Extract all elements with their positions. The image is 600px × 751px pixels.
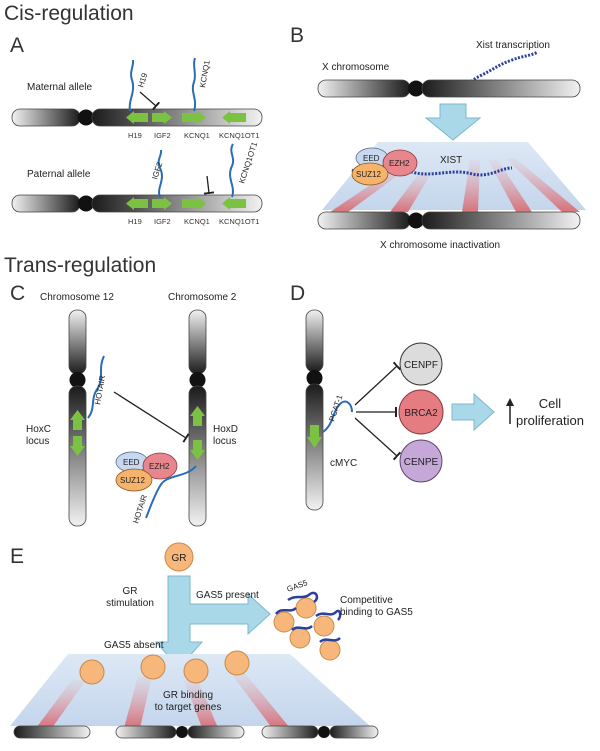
panel-d-label: D (290, 282, 305, 305)
hotair-rna-complex (145, 465, 197, 519)
gr-binding-rays (36, 672, 290, 728)
cenpf-node (399, 342, 443, 386)
suz12-label-b: SUZ12 (356, 170, 381, 179)
xist-transcription-label: Xist transcription (476, 40, 550, 51)
paternal-allele-label: Paternal allele (27, 169, 91, 180)
maternal-allele-label: Maternal allele (27, 82, 92, 93)
svg-text:KCNQ1OT1: KCNQ1OT1 (219, 131, 259, 140)
gr-branch-arrow (154, 575, 271, 669)
gr-binding-label-1: GR binding (163, 690, 213, 701)
svg-text:KCNQ1: KCNQ1 (184, 217, 210, 226)
hotair-repression-line (113, 391, 190, 443)
panel-c-label: C (10, 282, 25, 305)
hoxc-label-2: locus (26, 436, 49, 447)
svg-text:KCNQ1: KCNQ1 (184, 131, 210, 140)
proliferation-block-arrow (451, 392, 495, 432)
svg-text:H19: H19 (128, 131, 142, 140)
hotair-label-chr12: HOTAIR (93, 374, 107, 405)
gr-stim-label-2: stimulation (106, 598, 154, 609)
svg-text:KCNQ1OT1: KCNQ1OT1 (219, 217, 259, 226)
target-gene-chromosomes (13, 725, 379, 739)
gr-stim-label-1: GR (123, 586, 138, 597)
pcat1-label: PCAT-1 (327, 393, 344, 422)
hoxd-arrows (190, 406, 205, 460)
maternal-rna-kcnq1-label: KCNQ1 (198, 59, 212, 88)
hoxd-label-1: HoxD (213, 424, 238, 435)
paternal-rnas (157, 143, 235, 198)
proliferation-label: proliferation (516, 413, 584, 428)
x-chromosome-label: X chromosome (322, 62, 390, 73)
prc2-complex-b (351, 147, 418, 186)
svg-text:IGF2: IGF2 (154, 131, 171, 140)
cell-label: Cell (539, 396, 562, 411)
svg-text:H19: H19 (128, 217, 142, 226)
gr-circle (164, 542, 194, 572)
xist-label: XIST (440, 155, 462, 166)
x-inactivation-label: X chromosome inactivation (380, 240, 500, 251)
gas5-competitive-cluster (273, 591, 342, 661)
eed-label-b: EED (363, 154, 380, 163)
pcat1-rna (322, 400, 353, 433)
hotair-rna-chr12 (87, 355, 105, 419)
panel-e-label: E (10, 545, 24, 568)
maternal-gene-arrows (126, 111, 246, 124)
brca2-node (398, 389, 444, 435)
panel-a-label: A (10, 34, 24, 57)
hoxd-label-2: locus (213, 436, 236, 447)
silencing-rays (330, 158, 580, 212)
x-chromosome-inactive (317, 211, 581, 230)
cenpe-node (399, 439, 443, 483)
trans-regulation-title: Trans-regulation (4, 254, 156, 277)
cenpe-label: CENPE (404, 457, 439, 468)
gr-label: GR (172, 553, 187, 564)
xist-rna-strand (455, 50, 539, 98)
gas5-absent-label: GAS5 absent (104, 640, 164, 651)
competitive-label-1: Competitive (340, 595, 393, 606)
panel-b-label: B (290, 24, 304, 47)
gr-bound-circles (79, 650, 250, 685)
gas5-rna-label: GAS5 (286, 578, 310, 594)
hotair-label-complex: HOTAIR (131, 493, 149, 524)
paternal-gene-labels: H19 IGF2 KCNQ1 KCNQ1OT1 (128, 217, 259, 226)
cenpe-repression-line (354, 417, 402, 461)
suz12-label-c: SUZ12 (120, 476, 145, 485)
inactivation-block-arrow (424, 103, 482, 141)
maternal-gene-labels: H19 IGF2 KCNQ1 KCNQ1OT1 (128, 131, 259, 140)
cenpf-label: CENPF (404, 360, 438, 371)
gr-binding-label-2: to target genes (155, 702, 222, 713)
brca2-label: BRCA2 (404, 408, 438, 419)
cmyc-label: cMYC (330, 458, 357, 469)
ezh2-label-c: EZH2 (149, 462, 170, 471)
hoxc-label-1: HoxC (26, 424, 51, 435)
prc2-complex-c (115, 451, 178, 492)
paternal-gene-arrows (126, 197, 246, 210)
gas5-present-label: GAS5 present (196, 590, 259, 601)
cenpf-repression-line (354, 361, 402, 406)
chromosome-2-label: Chromosome 2 (168, 292, 237, 303)
maternal-rna-h19-label: H19 (136, 71, 149, 88)
cmyc-arrow (307, 425, 322, 448)
paternal-rna-kcnq1ot1-label: KCNQ1OT1 (237, 140, 259, 184)
competitive-label-2: binding to GAS5 (340, 607, 413, 618)
chromosome-12-label: Chromosome 12 (40, 292, 114, 303)
cis-regulation-title: Cis-regulation (4, 2, 134, 25)
eed-label-c: EED (123, 458, 140, 467)
maternal-rnas (128, 57, 197, 112)
ezh2-label-b: EZH2 (389, 159, 410, 168)
hoxc-arrows (70, 410, 85, 456)
x-chromosome-active (317, 79, 581, 98)
pcat1-chromosome (305, 309, 324, 511)
svg-text:IGF2: IGF2 (154, 217, 171, 226)
